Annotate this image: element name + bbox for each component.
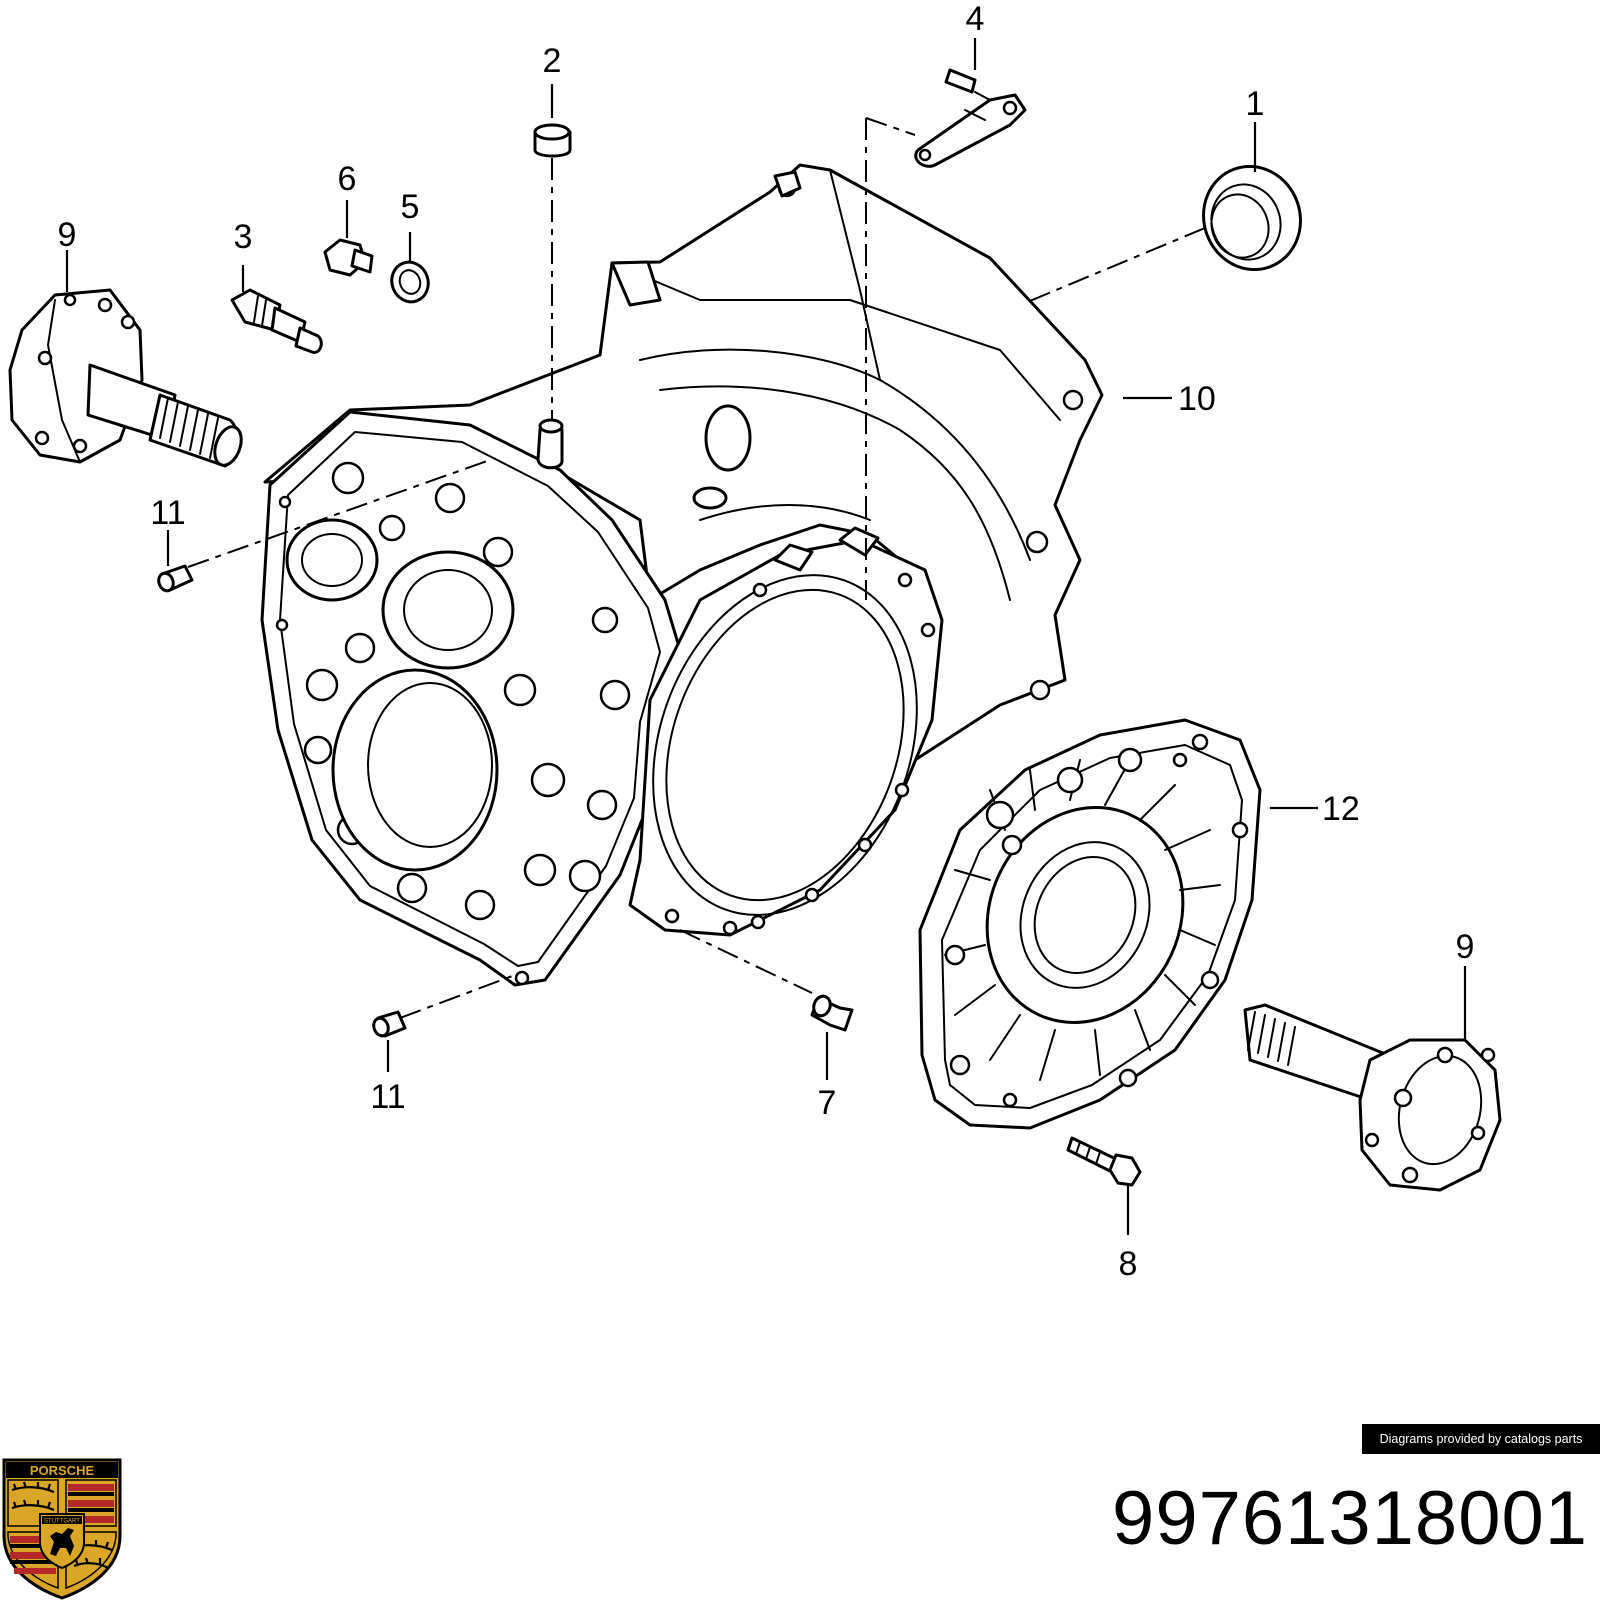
callout-2: 2 [543, 42, 562, 80]
callout-11-top: 11 [150, 494, 185, 532]
flange-bolt-holes [275, 461, 631, 986]
dowel-pin-11-top [157, 564, 194, 593]
assembly-center-lines [187, 117, 1206, 1019]
svg-text:PORSCHE: PORSCHE [30, 1463, 95, 1478]
svg-text:STUTTGART: STUTTGART [44, 1519, 80, 1525]
callout-6: 6 [338, 160, 357, 198]
screw-plug [323, 238, 374, 277]
callout-9-right: 9 [1456, 928, 1475, 966]
callout-10: 10 [1178, 380, 1216, 418]
callout-9-left: 9 [58, 216, 77, 254]
rear-face-bolt-holes [664, 572, 936, 936]
callout-7: 7 [818, 1084, 837, 1122]
drive-flange-shaft-right [1243, 1003, 1502, 1192]
rear-cover [918, 718, 1262, 1130]
dowel-sleeve-7 [810, 994, 854, 1032]
dowel-pin-11-bottom [372, 1010, 407, 1038]
switch-sensor [230, 288, 323, 354]
cover-bolt-bosses [944, 733, 1249, 1108]
transmission-housing [260, 163, 1104, 987]
part-number: 99761318001 [1112, 1476, 1588, 1561]
callout-5: 5 [401, 188, 420, 226]
callout-3: 3 [234, 218, 253, 256]
bolt [1066, 1136, 1142, 1187]
drive-flange-shaft-left [8, 288, 243, 468]
callout-labels: 1 2 3 4 5 6 7 8 9 9 10 11 11 12 [58, 0, 1475, 1283]
callout-11-bottom: 11 [370, 1078, 405, 1116]
seal-ring [1202, 164, 1302, 272]
callout-8: 8 [1119, 1245, 1138, 1283]
callout-4: 4 [966, 0, 985, 38]
diagram-credit-banner: Diagrams provided by catalogs parts [1362, 1424, 1600, 1454]
plug [533, 123, 572, 158]
washer [390, 260, 430, 304]
callout-1: 1 [1246, 85, 1265, 123]
leader-lines [65, 38, 1467, 1235]
porsche-crest-logo: PORSCHE STUTTGART [2, 1458, 122, 1600]
bracket [914, 68, 1027, 168]
callout-12: 12 [1322, 790, 1360, 828]
